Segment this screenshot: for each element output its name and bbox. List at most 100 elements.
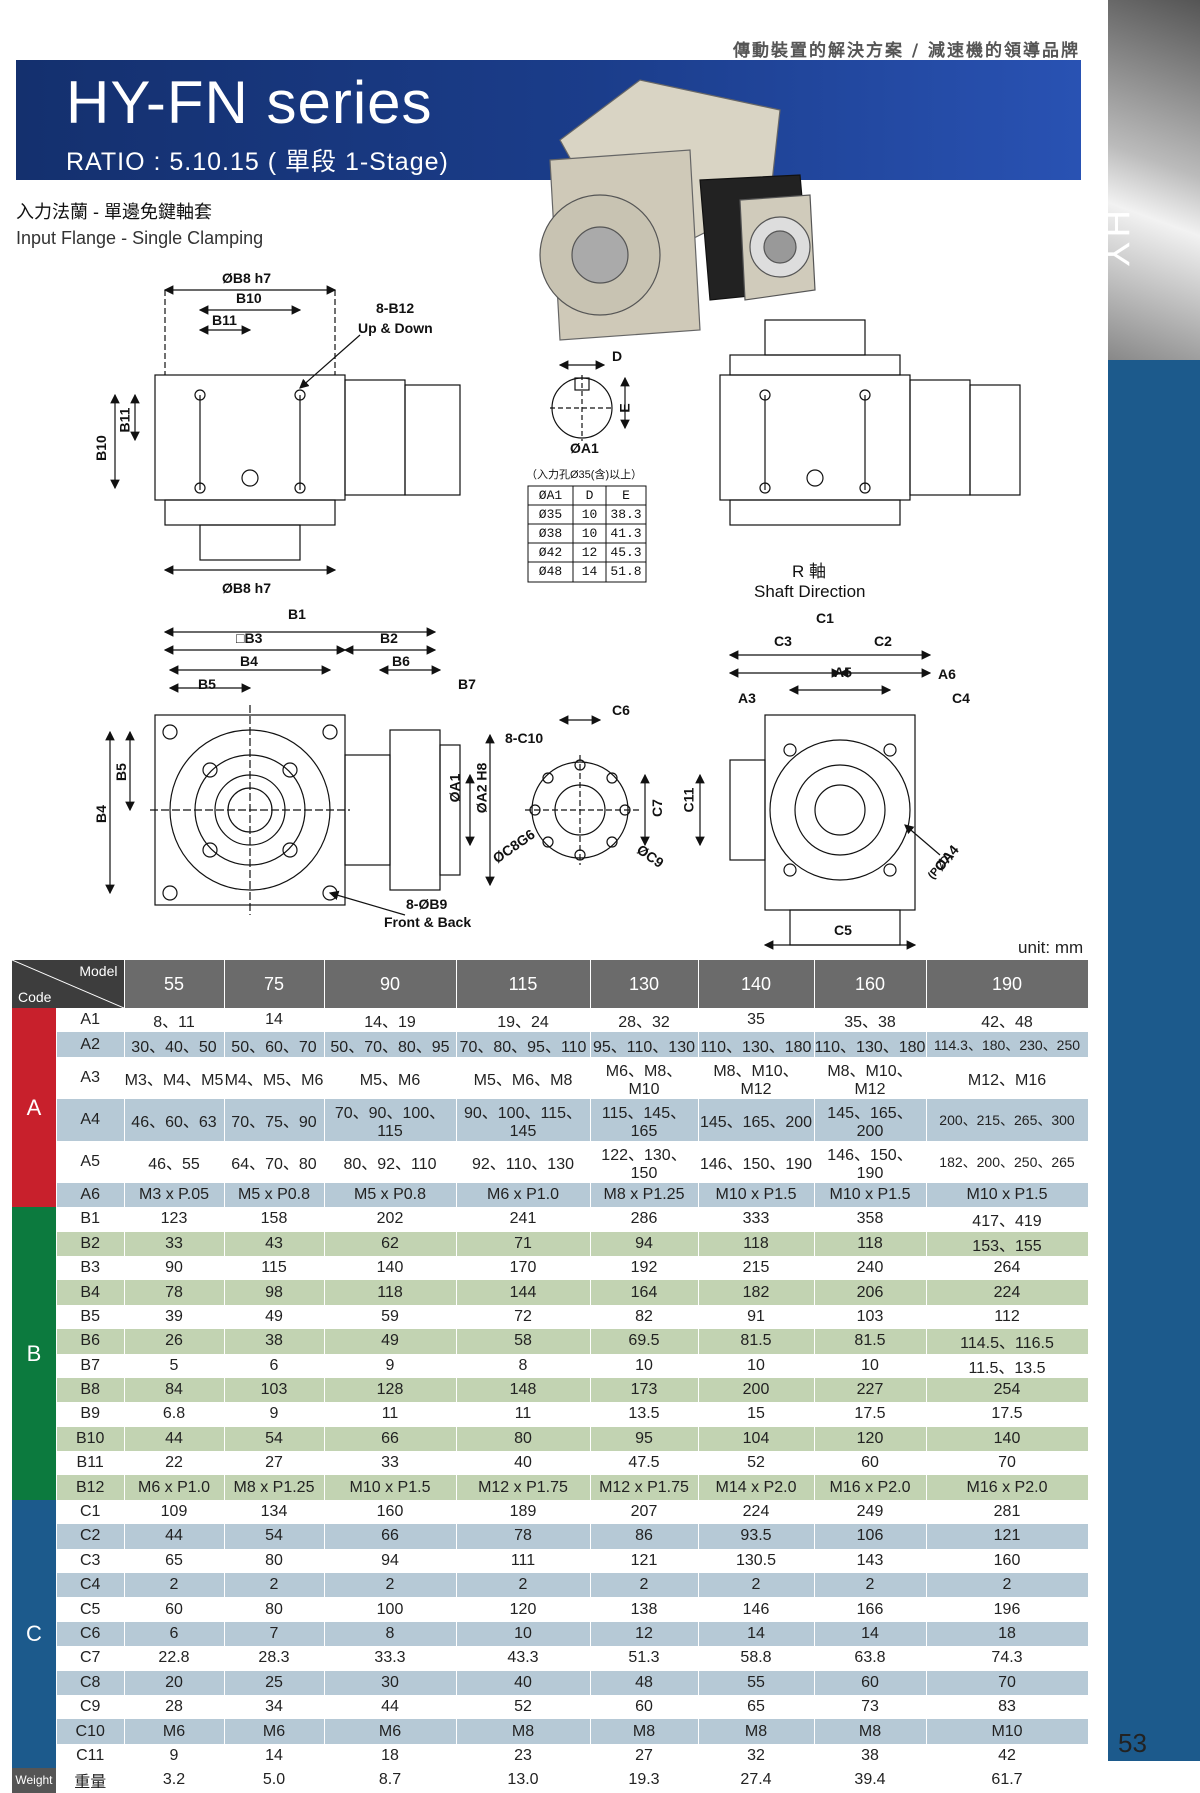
corner-diagonal — [12, 960, 124, 1008]
shaft-cell: Ø48 — [538, 564, 563, 579]
spec-cell: 27.4 — [698, 1768, 815, 1793]
spec-cell: M6 — [324, 1719, 457, 1744]
spec-cell: M8 — [590, 1719, 699, 1744]
shaft-cell: Ø42 — [538, 545, 563, 560]
technical-drawings — [105, 79, 1021, 950]
spec-cell: 2 — [124, 1573, 225, 1598]
spec-cell: 182 — [698, 1280, 815, 1305]
shaft-th-a1: ØA1 — [538, 488, 563, 503]
row-code: A4 — [56, 1098, 125, 1141]
spec-cell: 110、130、180 — [814, 1032, 927, 1057]
spec-cell: 118 — [814, 1231, 927, 1256]
row-code: A1 — [56, 1008, 125, 1033]
label-b8h7-top: ØB8 h7 — [222, 270, 272, 286]
spec-cell: 192 — [590, 1255, 699, 1281]
shaft-cell: 12 — [581, 545, 598, 560]
spec-cell: 358 — [814, 1207, 927, 1232]
spec-cell: 114.3、180、230、250 — [926, 1032, 1089, 1057]
spec-cell: 10 — [456, 1621, 591, 1647]
model-column-90: 90 — [324, 960, 457, 1008]
spec-cell: 30、40、50 — [124, 1032, 225, 1057]
row-code: C3 — [56, 1548, 125, 1574]
row-code: A2 — [56, 1032, 125, 1057]
page-number: 53 — [1118, 1728, 1147, 1758]
spec-cell: M5、M6 — [324, 1056, 457, 1099]
spec-cell: 51.3 — [590, 1646, 699, 1671]
row-code: B10 — [56, 1426, 125, 1452]
view-right — [695, 650, 941, 950]
gearbox-render — [539, 79, 816, 341]
spec-cell: 227 — [814, 1377, 927, 1403]
subtitle-zh: 入力法蘭 - 單邊免鍵軸套 — [16, 202, 212, 222]
spec-cell: 46、60、63 — [124, 1098, 225, 1141]
spec-cell: 6 — [224, 1353, 325, 1378]
spec-cell: 2 — [590, 1573, 699, 1598]
spec-cell: 27 — [224, 1451, 325, 1476]
spec-cell: 19.3 — [590, 1768, 699, 1793]
side-tab-metal — [1108, 0, 1200, 360]
spec-cell: M8 — [698, 1719, 815, 1744]
model-column-115: 115 — [456, 960, 591, 1008]
spec-cell: 39.4 — [814, 1768, 927, 1793]
spec-cell: 170 — [456, 1255, 591, 1281]
shaft-cell: 41.3 — [610, 526, 642, 541]
spec-cell: 40 — [456, 1670, 591, 1695]
label-b11: B11 — [212, 312, 237, 328]
spec-cell: 224 — [698, 1499, 815, 1525]
spec-cell: 123 — [124, 1207, 225, 1232]
spec-cell: M8 — [814, 1719, 927, 1744]
spec-cell: 2 — [224, 1573, 325, 1598]
side-tab: HY — [1094, 0, 1200, 1761]
spec-cell: 33 — [124, 1231, 225, 1256]
label-c4: C4 — [952, 690, 970, 706]
spec-cell: 94 — [590, 1231, 699, 1256]
spec-cell: M10 x P1.5 — [698, 1182, 815, 1208]
label-b5: B5 — [198, 676, 216, 692]
label-b6: B6 — [392, 653, 410, 669]
spec-cell: 254 — [926, 1377, 1089, 1403]
spec-cell: 10 — [698, 1353, 815, 1378]
spec-cell: 146、150、190 — [814, 1140, 927, 1183]
spec-cell: 8 — [324, 1621, 457, 1647]
label-a2-vert: ØA2 H8 — [473, 762, 490, 814]
label-c10: 8-C10 — [505, 730, 544, 746]
spec-cell: M6 x P1.0 — [124, 1475, 225, 1500]
label-b1: B1 — [288, 606, 306, 622]
spec-cell: M4、M5、M6 — [224, 1056, 325, 1099]
spec-cell: 224 — [926, 1280, 1089, 1305]
label-a6: A6 — [938, 666, 956, 682]
spec-cell: 12 — [590, 1621, 699, 1647]
spec-cell: 286 — [590, 1207, 699, 1232]
spec-cell: 81.5 — [814, 1329, 927, 1354]
spec-cell: 28 — [124, 1694, 225, 1720]
spec-cell: 60 — [814, 1451, 927, 1476]
spec-cell: 22 — [124, 1451, 225, 1476]
spec-cell: 118 — [324, 1280, 457, 1305]
spec-cell: M6 — [124, 1719, 225, 1744]
subtitle-en: Input Flange - Single Clamping — [16, 228, 264, 248]
spec-cell: 145、165、200 — [814, 1098, 927, 1141]
spec-cell: 7 — [224, 1621, 325, 1647]
row-code: C8 — [56, 1670, 125, 1695]
spec-cell: 30 — [324, 1670, 457, 1695]
spec-cell: 264 — [926, 1255, 1089, 1281]
spec-cell: 189 — [456, 1499, 591, 1525]
spec-cell: M14 x P2.0 — [698, 1475, 815, 1500]
spec-cell: 103 — [814, 1304, 927, 1330]
spec-cell: 50、60、70 — [224, 1032, 325, 1057]
spec-cell: 215 — [698, 1255, 815, 1281]
spec-cell: 80 — [224, 1597, 325, 1622]
spec-cell: 60 — [124, 1597, 225, 1622]
label-c3: C3 — [774, 633, 792, 649]
spec-cell: 145、165、200 — [698, 1098, 815, 1141]
row-code: B6 — [56, 1329, 125, 1354]
spec-cell: 281 — [926, 1499, 1089, 1525]
